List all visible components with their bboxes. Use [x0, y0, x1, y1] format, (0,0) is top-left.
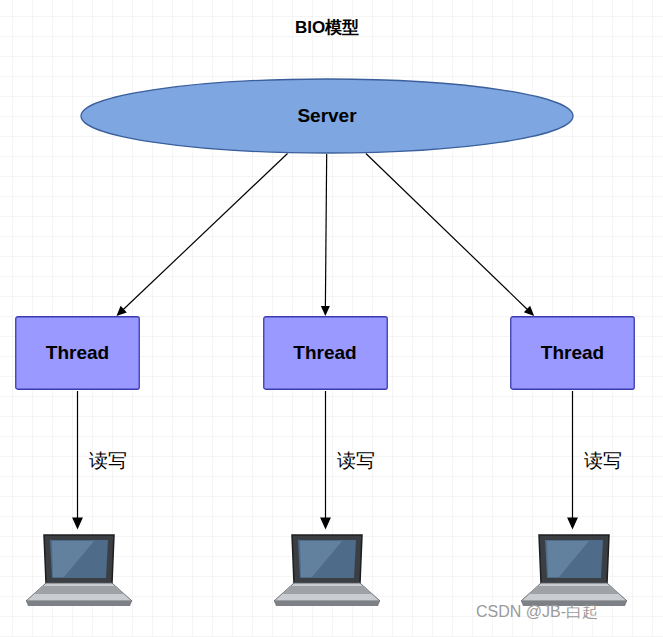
- diagram-title: BIO模型: [295, 16, 359, 39]
- connector-arrow: [321, 154, 330, 316]
- io-label: 读写: [89, 448, 127, 474]
- node-label: Server: [297, 105, 356, 127]
- node-label: Thread: [293, 342, 356, 364]
- io-label: 读写: [584, 448, 622, 474]
- connector-arrow: [116, 154, 287, 316]
- server-ellipse: Server: [80, 78, 574, 154]
- watermark: CSDN @JB-白起: [476, 602, 598, 623]
- io-label: 读写: [337, 448, 375, 474]
- connector-arrow: [366, 154, 534, 316]
- thread-box: Thread: [263, 316, 388, 390]
- node-label: Thread: [541, 342, 604, 364]
- thread-box: Thread: [15, 316, 140, 390]
- node-label: Thread: [46, 342, 109, 364]
- thread-box: Thread: [510, 316, 635, 390]
